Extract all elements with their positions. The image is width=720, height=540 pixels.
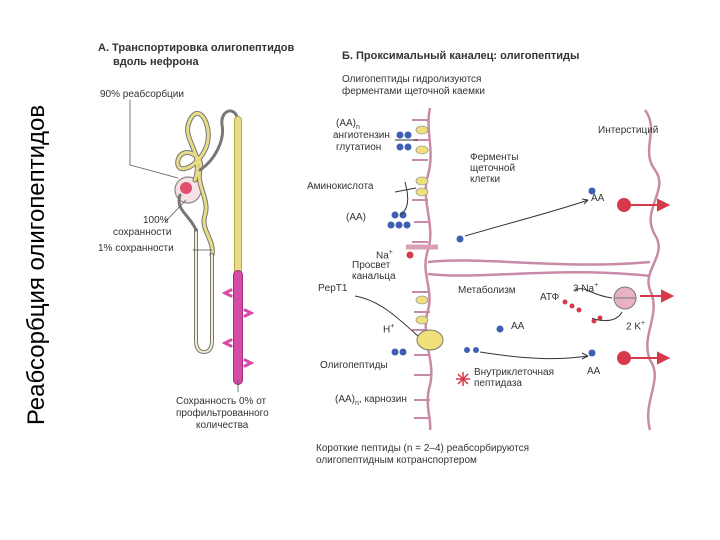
panel-b-header: Б. Проксимальный каналец: олигопептиды <box>342 50 580 62</box>
intracellular-peptidase-label-line2: пептидаза <box>474 378 522 389</box>
hydrolysis-label-line2: ферментами щеточной каемки <box>342 86 485 97</box>
nephron-drawing <box>129 99 255 393</box>
brush-border-enzymes <box>415 125 429 325</box>
retention-0-label: Сохранность 0% от <box>176 396 267 407</box>
pept1-transporter <box>416 329 444 351</box>
sodium-dots <box>406 251 603 324</box>
aa-bottom-right-label: АА <box>587 366 601 377</box>
retention-0-label-line3: количества <box>196 420 249 431</box>
na3-label: 3 Na+ <box>573 282 599 295</box>
interstitium-label: Интерстиций <box>598 125 659 136</box>
aa-left-label: (АА) <box>346 212 366 223</box>
microvilli <box>412 119 430 419</box>
retention-0-label-line2: профильтрованного <box>176 408 269 419</box>
amino-acid-label: Аминокислота <box>307 181 374 192</box>
enzymes-label: Ферменты <box>470 152 519 163</box>
page-title: Реабсорбция олигопептидов <box>23 105 50 425</box>
short-peptides-label: Короткие пептиды (n = 2–4) реабсорбируют… <box>316 443 530 454</box>
page-title-container: Реабсорбция олигопептидов <box>8 30 64 500</box>
aa-top-right-label: АА <box>591 193 605 204</box>
panel-a-header: А. Транспортировка олигопептидов <box>98 42 295 54</box>
na-plus-label: Na+ <box>376 249 393 262</box>
retention-1-label: 1% сохранности <box>98 243 174 254</box>
retention-100-label-line2: сохранности <box>113 227 172 238</box>
exit-arrows <box>617 198 675 365</box>
oligopeptides-label: Олигопептиды <box>320 360 388 371</box>
aa-mid-label: АА <box>511 321 525 332</box>
intracellular-peptidase-label: Внутриклеточная <box>474 367 554 378</box>
peptidase-star <box>456 372 470 386</box>
page-title-svg: Реабсорбция олигопептидов <box>23 105 50 425</box>
cell-membranes <box>424 107 661 431</box>
glutathione-label: глутатион <box>336 142 382 153</box>
k2-label: 2 K+ <box>626 320 646 333</box>
lumen-label-line2: канальца <box>352 271 396 282</box>
atp-label: АТФ <box>540 292 560 303</box>
enzymes-label-line3: клетки <box>470 174 501 185</box>
reabsorption-90-label: 90% реабсорбции <box>100 89 184 100</box>
panel-a-header-line2: вдоль нефрона <box>113 56 199 68</box>
pept1-label: PepT1 <box>318 283 348 294</box>
lumen-label: Просвет <box>352 260 391 271</box>
carnosine-label: (АА)n, карнозин <box>335 394 407 407</box>
hydrolysis-label: Олигопептиды гидролизуются <box>342 74 482 85</box>
angiotensin-label: ангиотензин <box>333 130 390 141</box>
short-peptides-label-line2: олигопептидным котранспортером <box>316 455 477 466</box>
aa-n-label: (АА)n <box>336 118 360 131</box>
glomerulus-core <box>180 182 192 194</box>
metabolism-label: Метаболизм <box>458 285 516 296</box>
h-plus-label: H+ <box>383 323 395 336</box>
enzymes-label-line2: щеточной <box>470 163 516 174</box>
retention-100-label: 100% <box>143 215 169 226</box>
amino-acid-dots <box>387 131 596 357</box>
flow-arrows <box>354 139 623 360</box>
